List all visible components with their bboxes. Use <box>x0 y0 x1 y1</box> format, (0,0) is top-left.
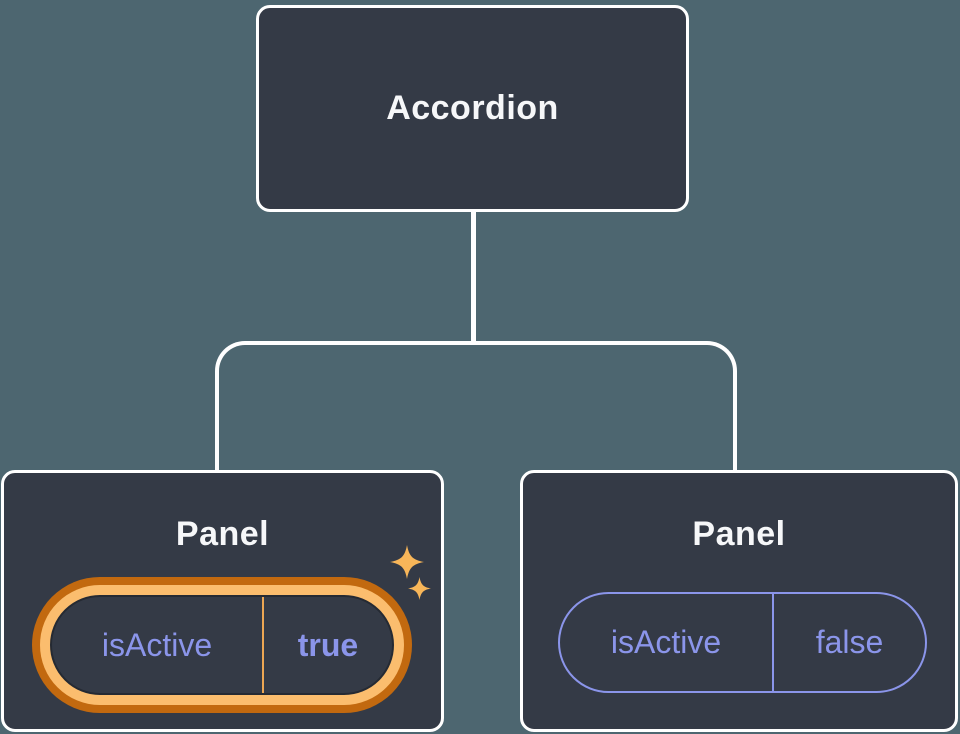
state-pill-inactive: isActive false <box>558 592 927 693</box>
state-key: isActive <box>610 624 722 660</box>
panel-node-inactive: Panel isActive false <box>520 470 958 732</box>
accordion-node-label: Accordion <box>386 89 559 127</box>
connector-branch <box>215 341 737 471</box>
state-key: isActive <box>101 626 213 663</box>
state-pill-active: isActive true <box>50 595 394 695</box>
accordion-node: Accordion <box>256 5 689 212</box>
panel-inactive-label: Panel <box>692 515 786 553</box>
state-value: true <box>297 626 359 663</box>
connector-stem <box>471 210 476 345</box>
sparkle-icon <box>390 545 424 579</box>
sparkle-icon <box>408 577 431 600</box>
pill-divider <box>772 594 774 691</box>
pill-divider <box>262 597 264 693</box>
panel-node-active: Panel isActive true <box>1 470 444 732</box>
state-value: false <box>815 624 884 660</box>
panel-active-label: Panel <box>175 515 270 553</box>
